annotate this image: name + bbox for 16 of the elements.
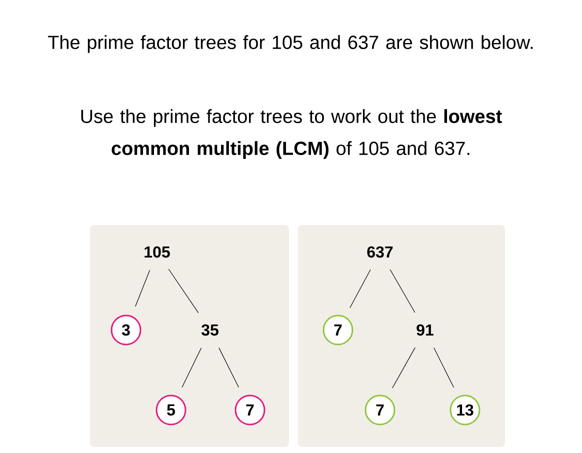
number: 637 — [367, 246, 393, 258]
branch-line — [390, 269, 416, 313]
paragraph: Use the prime factor trees to work out the lowest common multiple (LCM) of 105 and 637. — [81, 109, 502, 159]
branch-line — [392, 347, 416, 388]
paragraph: The prime factor trees for 105 and 637 are shown below. — [48, 35, 533, 53]
branch-line — [135, 270, 150, 307]
branch-line — [350, 269, 371, 308]
branch-line — [218, 348, 240, 388]
number: 91 — [416, 324, 434, 336]
panel-background — [298, 225, 505, 447]
number: 105 — [144, 246, 170, 258]
panel-background — [90, 225, 289, 447]
branch-line — [168, 268, 199, 314]
branch-line — [182, 348, 202, 388]
number: 35 — [201, 324, 218, 336]
branch-line — [434, 348, 454, 388]
